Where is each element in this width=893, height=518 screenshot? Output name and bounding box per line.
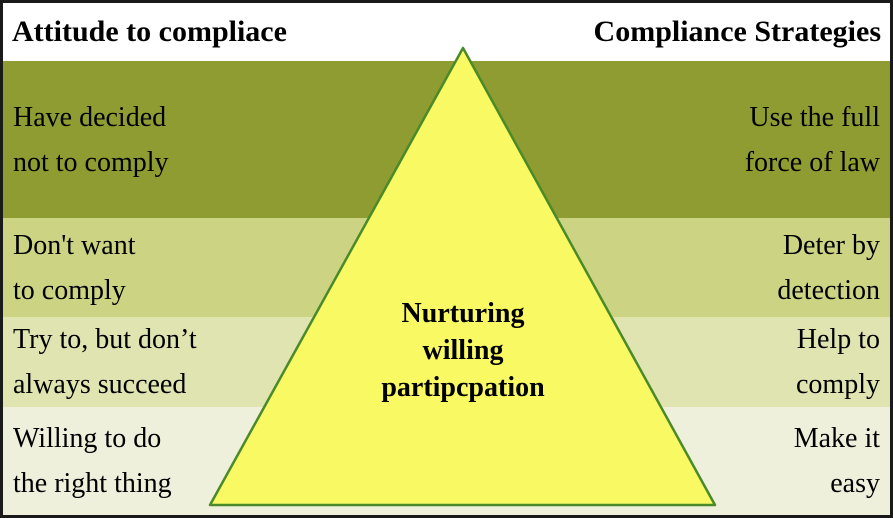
- attitude-line: not to comply: [13, 146, 169, 178]
- attitude-label: Willing to do the right thing: [13, 416, 172, 506]
- pyramid-label: Nurturing willing partipcpation: [313, 295, 613, 406]
- attitude-line: to comply: [13, 274, 126, 306]
- attitude-line: always succeed: [13, 369, 187, 400]
- strategy-line: Make it: [793, 423, 880, 454]
- strategy-label: Use the full force of law: [745, 95, 880, 185]
- band-willing-to-do-right: Willing to do the right thing Make it ea…: [3, 407, 890, 515]
- pyramid-label-line: willing: [422, 335, 504, 366]
- attitude-label: Try to, but don’t always succeed: [13, 317, 197, 407]
- strategy-label: Help to comply: [796, 317, 880, 407]
- pyramid-label-line: partipcpation: [381, 372, 545, 403]
- strategy-line: Use the full: [749, 101, 880, 133]
- strategy-line: Help to: [796, 324, 880, 355]
- attitude-line: Have decided: [13, 101, 167, 133]
- header-row: Attitude to compliace Compliance Strateg…: [3, 3, 890, 61]
- attitude-line: Try to, but don’t: [13, 324, 197, 355]
- header-title-strategies: Compliance Strategies: [593, 15, 881, 48]
- attitude-label: Have decided not to comply: [13, 95, 169, 185]
- strategy-line: easy: [830, 468, 880, 499]
- strategy-line: Deter by: [782, 229, 880, 261]
- band-decided-not-to-comply: Have decided not to comply Use the full …: [3, 61, 890, 218]
- header-title-attitude: Attitude to compliace: [12, 15, 287, 48]
- attitude-line: Willing to do: [13, 423, 162, 454]
- strategy-line: force of law: [744, 146, 880, 178]
- strategy-label: Make it easy: [794, 416, 880, 506]
- diagram-inner: Attitude to compliace Compliance Strateg…: [3, 3, 890, 515]
- attitude-label: Don't want to comply: [13, 223, 135, 313]
- strategy-label: Deter by detection: [777, 223, 880, 313]
- attitude-line: the right thing: [13, 468, 172, 499]
- pyramid-label-line: Nurturing: [401, 298, 525, 329]
- attitude-line: Don't want: [13, 229, 136, 261]
- strategy-line: comply: [796, 369, 880, 400]
- strategy-line: detection: [777, 274, 880, 306]
